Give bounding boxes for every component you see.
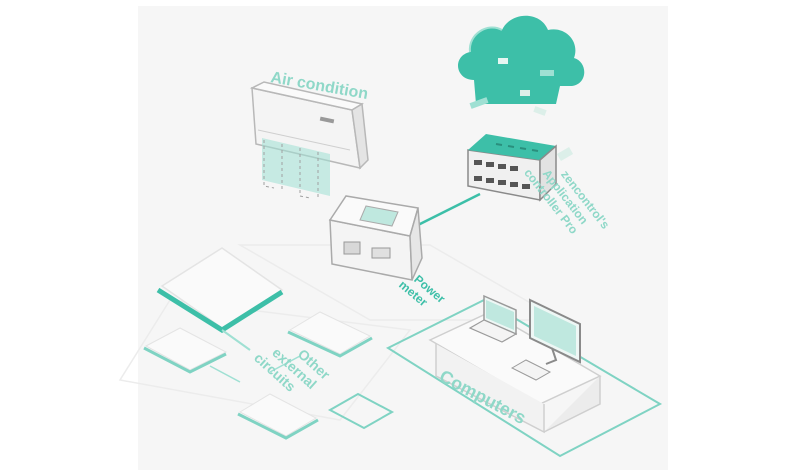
desk	[428, 311, 602, 434]
computers-area-outline	[385, 298, 663, 458]
circuit-links	[209, 355, 301, 383]
air-conditioner-icon	[249, 81, 369, 200]
circuit-panel-small-right	[287, 311, 373, 358]
cloud-icon	[458, 15, 585, 161]
connection-line	[411, 192, 481, 230]
circuit-link-1	[221, 329, 251, 351]
circuit-panel-small-left	[143, 327, 228, 374]
power-meter-icon	[328, 195, 423, 281]
monitor-icon	[510, 298, 581, 381]
laptop-icon	[468, 294, 518, 343]
other-circuits-label: Other external circuits	[251, 344, 334, 395]
circuit-panel-outline	[327, 392, 395, 430]
circuit-panel-bottom	[237, 393, 319, 440]
controller-icon	[467, 134, 557, 202]
